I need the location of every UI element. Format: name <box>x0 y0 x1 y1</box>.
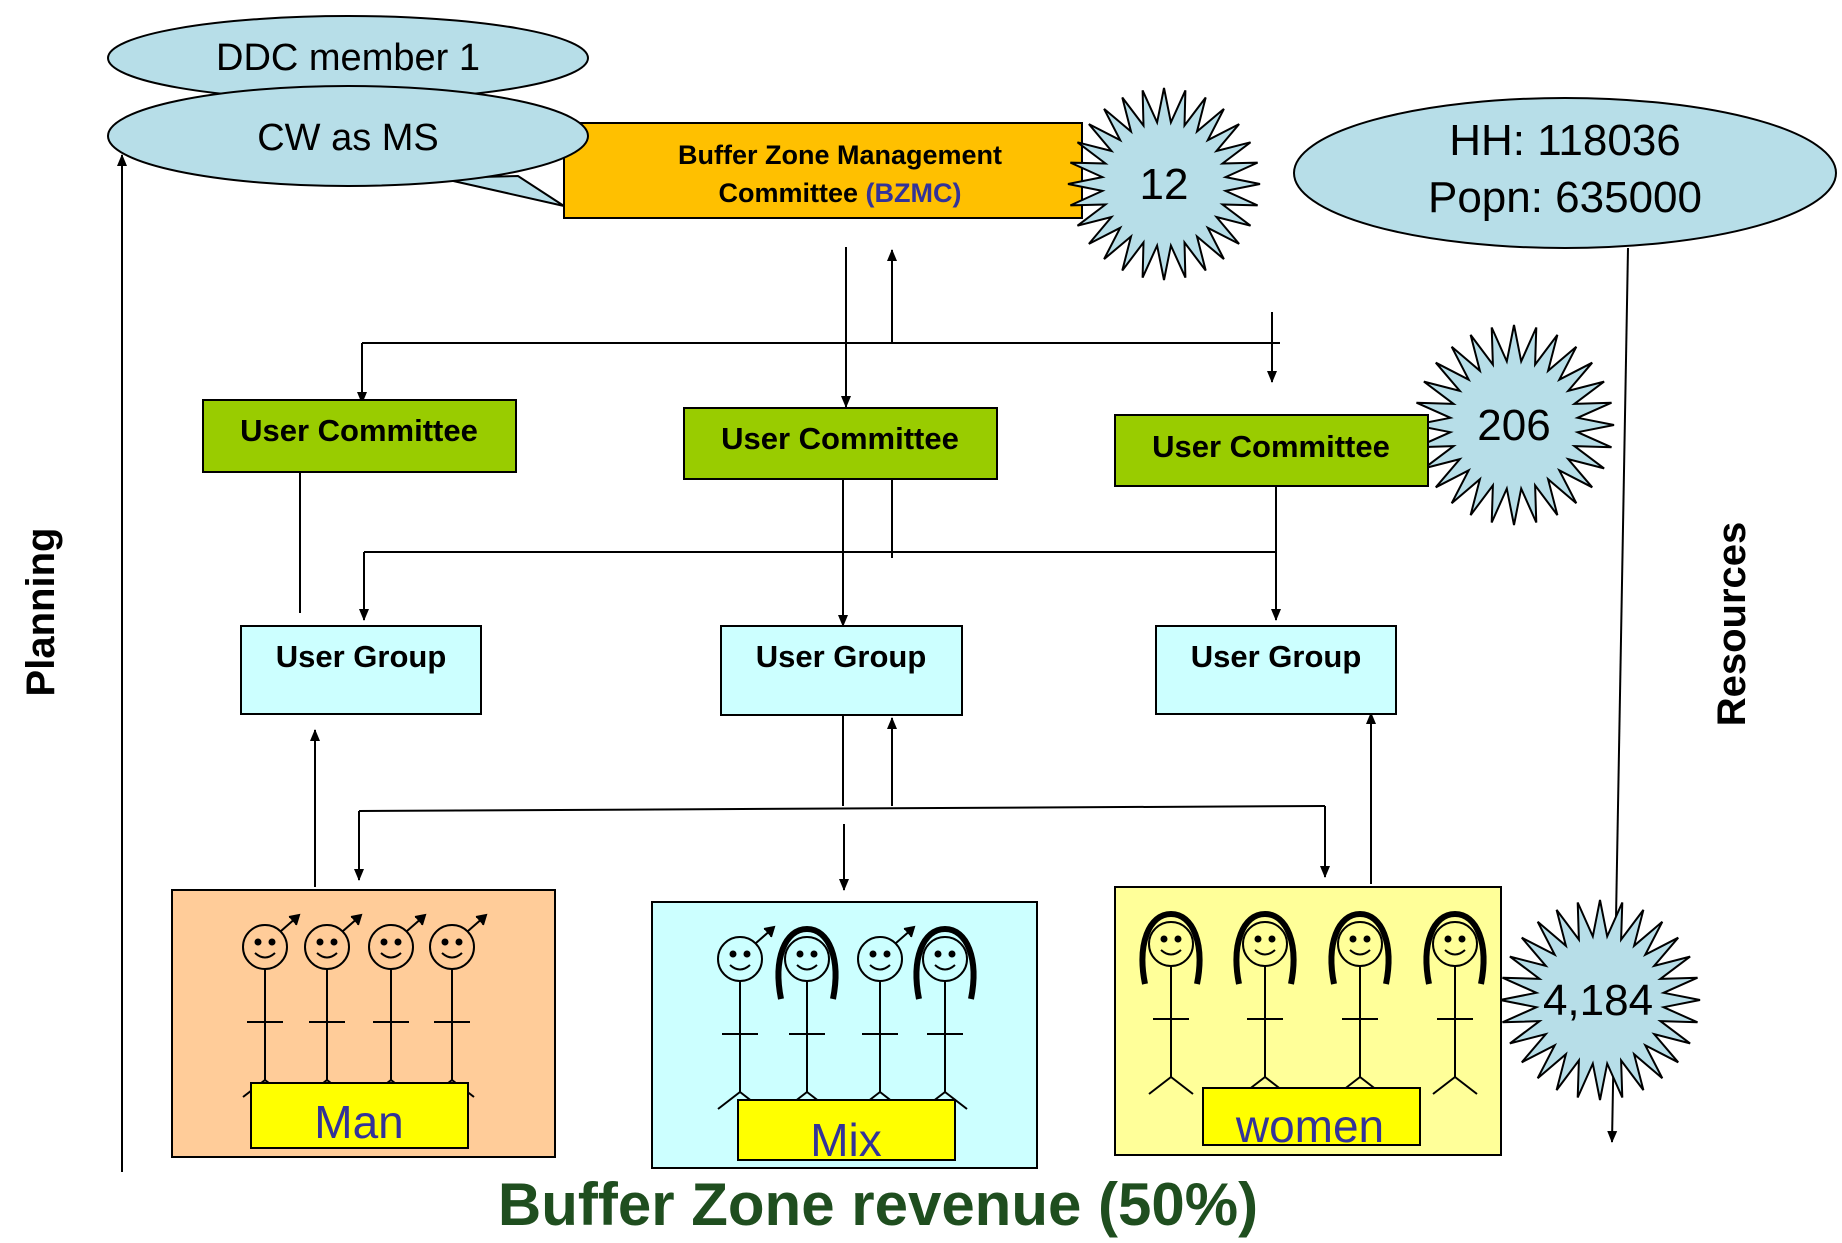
committee-count-badge: 206 <box>1413 324 1615 526</box>
population-count: Popn: 635000 <box>1428 173 1702 222</box>
user-committee-3: User Committee <box>1114 414 1429 487</box>
women-group-label: women <box>1235 1100 1384 1152</box>
user-committee-2-box <box>683 407 998 480</box>
male-figure-icon <box>429 913 488 1098</box>
callout-ddc-member: DDC member 1 <box>107 15 589 101</box>
mix-group-panel: Mix <box>651 901 1038 1169</box>
callout-cw-ms: CW as MS <box>107 85 589 207</box>
user-committee-3-box <box>1114 414 1429 487</box>
user-group-1: User Group <box>240 625 482 715</box>
bzmc-count: 12 <box>1140 160 1189 209</box>
user-committee-1: User Committee <box>202 399 517 473</box>
man-group-figures <box>242 913 488 1098</box>
households-bubble <box>1293 97 1837 249</box>
user-committee-2-label: User Committee <box>721 421 959 456</box>
mix-group-label: Mix <box>810 1114 882 1166</box>
bzmc-count-starburst <box>1067 87 1261 281</box>
user-group-3-label: User Group <box>1191 639 1362 674</box>
user-group-2-box <box>720 625 963 716</box>
bzmc-box: Buffer Zone Management Committee (BZMC) <box>563 122 1083 219</box>
cw-ms-label: CW as MS <box>257 117 439 159</box>
bzmc-box-background <box>563 122 1083 219</box>
user-group-1-label: User Group <box>276 639 447 674</box>
user-committee-1-box <box>202 399 517 473</box>
user-committee-3-label: User Committee <box>1152 429 1390 464</box>
user-group-3-box <box>1155 625 1397 715</box>
women-group-figures <box>1139 910 1487 1095</box>
user-committee-1-label: User Committee <box>240 413 478 448</box>
committee-count-starburst <box>1413 324 1615 526</box>
man-group-panel: Man <box>171 889 556 1158</box>
bzmc-title-line2: Committee (BZMC) <box>719 178 962 208</box>
cw-ms-bubble <box>107 85 589 187</box>
group-count-starburst <box>1499 899 1701 1101</box>
member-distribution-line <box>358 805 1326 812</box>
user-group-2-label: User Group <box>756 639 927 674</box>
bzmc-title-line1: Buffer Zone Management <box>678 140 1002 170</box>
man-group-label: Man <box>314 1096 403 1148</box>
mix-group-tag <box>737 1099 956 1161</box>
man-group-tag <box>250 1082 469 1149</box>
callout-households: HH: 118036 Popn: 635000 <box>1293 97 1837 249</box>
user-group-1-box <box>240 625 482 715</box>
women-group-panel: women <box>1114 886 1502 1156</box>
group-count: 4,184 <box>1543 976 1653 1025</box>
planning-label: Planning <box>19 528 63 697</box>
user-group-2: User Group <box>720 625 963 716</box>
user-group-3: User Group <box>1155 625 1397 715</box>
committee-count: 206 <box>1477 401 1550 450</box>
female-figure-icon <box>775 925 839 1110</box>
bzmc-count-badge: 12 <box>1067 87 1261 281</box>
female-figure-icon <box>1423 910 1487 1095</box>
ddc-member-label: DDC member 1 <box>216 37 480 79</box>
user-committee-2: User Committee <box>683 407 998 480</box>
group-count-badge: 4,184 <box>1499 899 1701 1101</box>
households-count: HH: 118036 <box>1449 116 1681 165</box>
resources-label: Resources <box>1710 522 1754 727</box>
female-figure-icon <box>1139 910 1203 1095</box>
footer-title: Buffer Zone revenue (50%) <box>498 1171 1258 1238</box>
women-group-tag <box>1202 1087 1421 1146</box>
female-figure-icon <box>1328 910 1392 1095</box>
